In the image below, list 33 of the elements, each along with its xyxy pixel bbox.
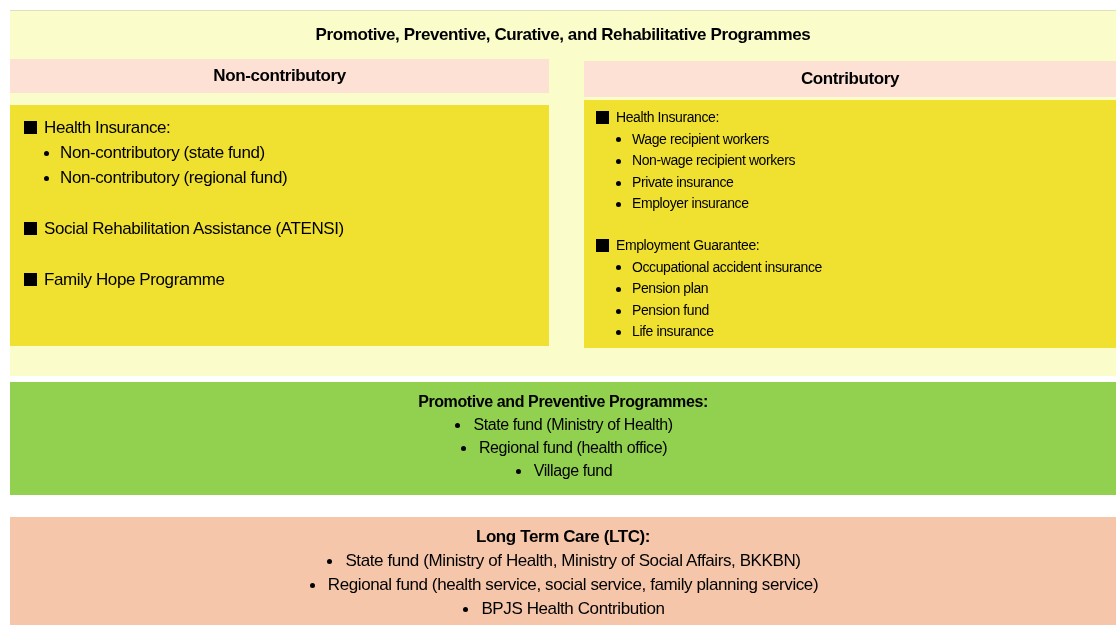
- column-header: [584, 61, 1116, 97]
- bullet-item: Non-wage recipient workers: [594, 150, 796, 172]
- column-header: [10, 59, 549, 93]
- box-heading: Promotive and Preventive Programmes:: [418, 392, 708, 412]
- list-heading: Family Hope Programme: [22, 267, 225, 292]
- programme-panel: [10, 10, 1116, 376]
- bullet-item: Occupational accident insurance: [594, 256, 822, 279]
- bullet-item: Non-contributory (state fund): [22, 140, 265, 165]
- bullet-item: Village fund: [513, 459, 613, 482]
- programme-list-box: [10, 105, 549, 346]
- list-heading: Social Rehabilitation Assistance (ATENSI): [22, 216, 344, 241]
- bullet-item: Private insurance: [594, 171, 734, 194]
- list-heading: Health Insurance:: [22, 115, 171, 140]
- bullet-item: Regional fund (health office): [458, 436, 668, 459]
- bullet-item: Regional fund (health service, social service, family planning service): [307, 573, 819, 597]
- column-heading: Non-contributory: [213, 66, 346, 86]
- programme-box: [10, 382, 1116, 495]
- box-heading: Long Term Care (LTC):: [475, 526, 651, 548]
- bullet-item: Pension plan: [594, 278, 709, 300]
- bullet-item: Employer insurance: [594, 193, 749, 215]
- bullet-item: Non-contributory (regional fund): [22, 165, 288, 190]
- bullet-item: BPJS Health Contribution: [461, 597, 665, 621]
- programme-list-box: [584, 100, 1116, 348]
- bullet-item: Life insurance: [594, 321, 714, 343]
- bullet-item: Wage recipient workers: [594, 128, 769, 151]
- bullet-item: State fund (Ministry of Health, Ministry of Social Affairs, BKKBN): [325, 549, 801, 573]
- bullet-item: State fund (Ministry of Health): [453, 413, 673, 436]
- panel-title: Promotive, Preventive, Curative, and Rehabilitative Programmes: [315, 25, 811, 45]
- programme-box: [10, 517, 1116, 625]
- list-heading: Health Insurance:: [594, 107, 719, 129]
- list-heading: Employment Guarantee:: [594, 234, 760, 257]
- bullet-item: Pension fund: [594, 299, 709, 322]
- column-heading: Contributory: [800, 69, 900, 89]
